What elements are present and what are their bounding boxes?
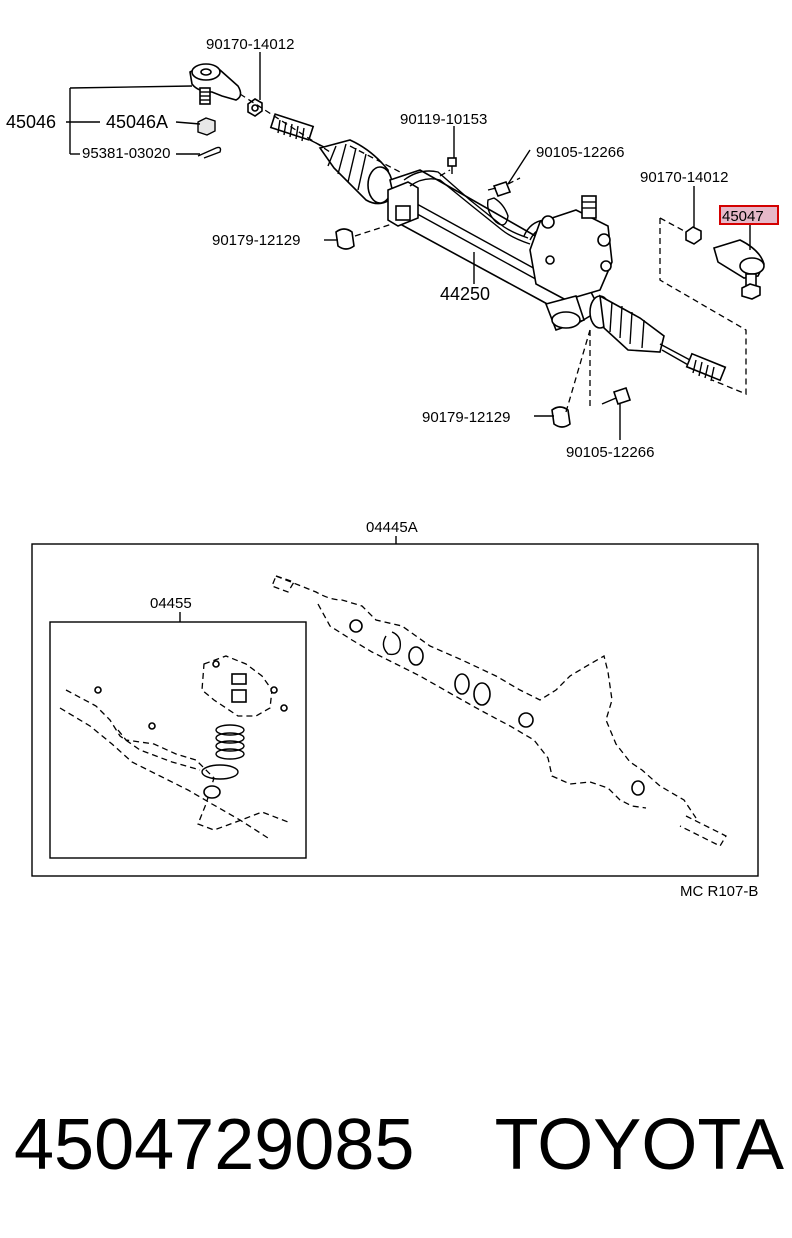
rack-end-right-drawing	[659, 343, 727, 382]
lower-kits: 04445A 04455	[31, 519, 759, 900]
label-top-left-nut[interactable]: 90170-14012	[206, 36, 294, 53]
bolt-upper-drawing	[487, 181, 512, 197]
castle-nut-drawing	[197, 117, 216, 136]
highlight-box	[719, 205, 779, 225]
label-gear-assy[interactable]: 44250	[440, 284, 490, 304]
rack-end-left-drawing	[269, 113, 331, 151]
label-bolt-lower[interactable]: 90105-12266	[566, 444, 654, 461]
footer-part-number: 4504729085	[14, 1105, 415, 1185]
label-tie-rod-end-lh-sub[interactable]: 45046A	[106, 112, 168, 132]
label-grommet-left[interactable]: 90179-12129	[212, 232, 300, 249]
valve-housing-drawing	[529, 195, 613, 332]
boot-right-drawing	[589, 294, 665, 353]
label-seal-kit[interactable]: 04455	[150, 595, 192, 612]
label-gasket-kit[interactable]: 04445A	[366, 519, 418, 536]
nut-right-drawing	[685, 226, 702, 245]
seal-kit-box	[49, 621, 307, 859]
bolt-lower-drawing	[601, 386, 632, 406]
footer-brand: TOYOTA	[494, 1105, 784, 1185]
label-right-nut[interactable]: 90170-14012	[640, 169, 728, 186]
label-bolt-upper[interactable]: 90105-12266	[536, 144, 624, 161]
label-ref-code: MC R107-B	[680, 883, 758, 900]
label-grommet-right[interactable]: 90179-12129	[422, 409, 510, 426]
footer: 4504729085 TOYOTA	[14, 1100, 784, 1190]
grommet-right-drawing	[551, 406, 571, 428]
gasket-kit-housing-drawing	[271, 575, 727, 847]
gasket-kit-box	[31, 543, 759, 877]
seal-kit-housing-drawing	[59, 655, 289, 839]
grommet-left-drawing	[335, 228, 355, 250]
label-cotter-pin[interactable]: 95381-03020	[82, 145, 170, 162]
label-tie-rod-end-rh[interactable]: 45047	[722, 208, 764, 225]
label-tie-rod-end-lh[interactable]: 45046	[6, 112, 56, 132]
union-bolt-drawing	[447, 157, 457, 174]
tie-rod-end-right-drawing	[713, 239, 765, 300]
label-union-bolt[interactable]: 90119-10153	[400, 111, 487, 128]
tie-rod-end-left-drawing	[189, 63, 263, 117]
boot-left-drawing	[318, 139, 393, 205]
cotter-pin-drawing	[197, 146, 222, 159]
upper-exploded-view: 90170-14012 45046 45046A 95381-03020 901…	[6, 36, 779, 461]
